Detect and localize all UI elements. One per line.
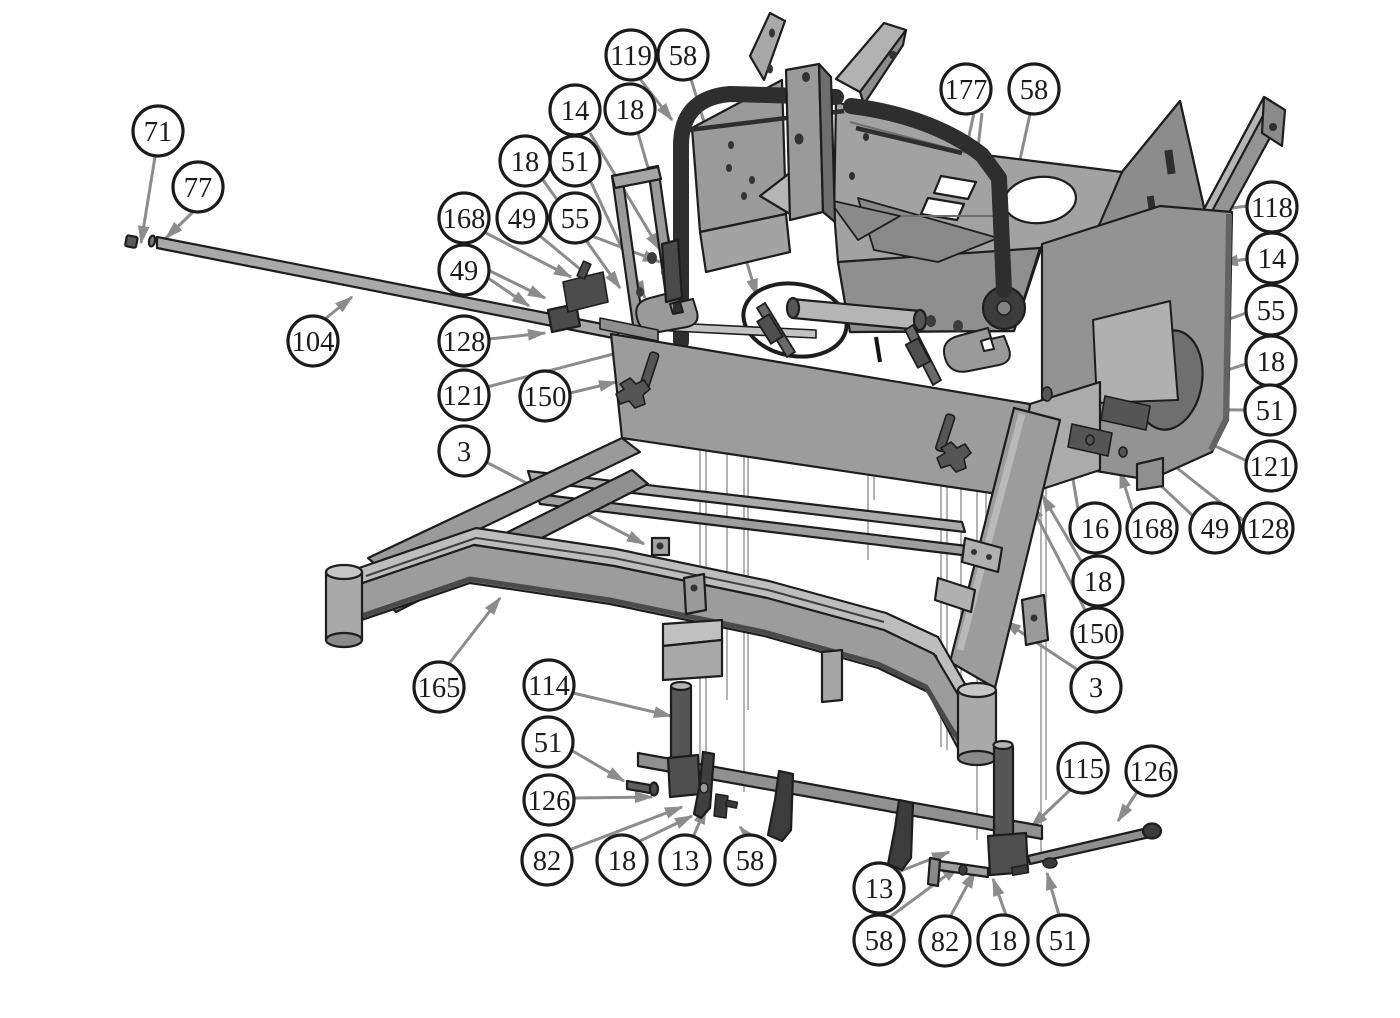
svg-text:18: 18	[608, 846, 637, 877]
svg-text:165: 165	[418, 673, 461, 704]
svg-text:49: 49	[450, 256, 479, 287]
svg-text:14: 14	[1258, 244, 1287, 275]
svg-text:118: 118	[1251, 193, 1293, 224]
svg-text:51: 51	[534, 728, 563, 759]
svg-text:13: 13	[671, 846, 700, 877]
svg-text:18: 18	[511, 147, 540, 178]
svg-text:58: 58	[1020, 75, 1049, 106]
svg-text:58: 58	[669, 41, 698, 72]
svg-text:18: 18	[1084, 567, 1113, 598]
svg-text:121: 121	[1250, 452, 1293, 483]
svg-text:51: 51	[561, 147, 590, 178]
svg-text:150: 150	[524, 382, 567, 413]
svg-text:3: 3	[1089, 673, 1103, 704]
svg-text:51: 51	[1256, 396, 1285, 427]
svg-text:58: 58	[736, 846, 765, 877]
svg-text:49: 49	[508, 204, 537, 235]
svg-text:18: 18	[616, 95, 645, 126]
svg-text:14: 14	[561, 96, 590, 127]
svg-text:13: 13	[865, 874, 894, 905]
svg-text:128: 128	[443, 327, 486, 358]
svg-text:104: 104	[292, 327, 335, 358]
svg-text:168: 168	[1131, 514, 1174, 545]
svg-text:126: 126	[528, 786, 571, 817]
svg-text:115: 115	[1062, 754, 1104, 785]
svg-text:177: 177	[945, 75, 988, 106]
svg-text:55: 55	[561, 204, 590, 235]
svg-text:168: 168	[443, 204, 486, 235]
svg-text:128: 128	[1247, 514, 1290, 545]
svg-text:58: 58	[865, 926, 894, 957]
svg-text:119: 119	[610, 41, 652, 72]
svg-text:3: 3	[457, 437, 471, 468]
svg-text:82: 82	[931, 927, 960, 958]
svg-text:77: 77	[184, 173, 213, 204]
svg-text:55: 55	[1257, 296, 1286, 327]
svg-text:121: 121	[443, 381, 486, 412]
svg-text:150: 150	[1076, 619, 1119, 650]
svg-text:16: 16	[1081, 514, 1110, 545]
svg-text:51: 51	[1049, 926, 1078, 957]
svg-text:114: 114	[528, 671, 570, 702]
svg-text:71: 71	[144, 117, 173, 148]
svg-text:49: 49	[1201, 514, 1230, 545]
svg-text:18: 18	[1257, 347, 1286, 378]
svg-text:126: 126	[1130, 757, 1173, 788]
svg-text:82: 82	[533, 846, 562, 877]
svg-text:18: 18	[989, 926, 1018, 957]
